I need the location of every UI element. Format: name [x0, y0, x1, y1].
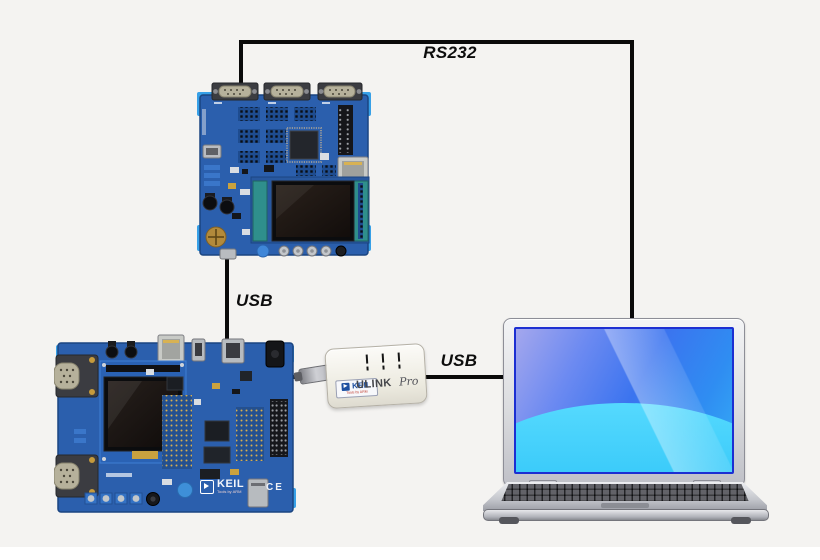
laptop-front-edge	[483, 509, 769, 521]
db9-connector-bottom-left	[53, 454, 99, 498]
sd-card-slot	[247, 478, 269, 508]
keil-logo-icon	[341, 382, 351, 391]
expansion-header	[270, 399, 288, 457]
evaluation-board-top	[194, 79, 374, 265]
connection-label-usb-pc: USB	[440, 351, 478, 370]
pin-header-blocks	[238, 107, 336, 176]
laptop-screen-frame	[503, 318, 745, 487]
usb-port-1	[191, 338, 206, 362]
blue-button	[256, 244, 270, 258]
mcu-chip	[286, 127, 322, 163]
blue-potentiometer	[177, 482, 193, 498]
db9-connector-1	[211, 82, 259, 101]
bottom-board-illustration	[53, 334, 296, 513]
jumper-blocks	[204, 165, 220, 186]
laptop	[483, 313, 769, 525]
db9-connector-top-left	[53, 354, 99, 398]
evaluation-board-bottom: KEIL Tools by ARM CE	[53, 333, 297, 515]
keil-sub-text: Tools by ARM	[217, 489, 242, 494]
lcd-screen	[250, 176, 370, 244]
keil-brand-text: KEIL	[217, 478, 245, 490]
connection-label-usb-boards: USB	[236, 291, 273, 310]
small-components	[202, 102, 330, 235]
usb-mini-port	[202, 144, 222, 159]
ulink-model-label: ULINK Pro	[356, 371, 419, 393]
keil-logo-icon	[200, 479, 214, 494]
keil-logo-silkscreen: KEIL Tools by ARM	[200, 479, 244, 494]
laptop-foot-left	[499, 517, 519, 524]
led-indicator-2	[381, 353, 385, 363]
usb-port-2	[221, 338, 245, 364]
ic-chips	[166, 371, 252, 479]
bottom-margin	[0, 547, 820, 560]
db9-connector-2	[263, 82, 311, 101]
ethernet-port	[157, 334, 185, 368]
ce-mark: CE	[266, 482, 284, 493]
ulink-model-text: ULINK	[355, 377, 393, 392]
jumper-blocks	[74, 429, 86, 443]
usb-device-port	[219, 248, 237, 260]
small-components	[106, 369, 240, 485]
led-indicator-1	[365, 354, 369, 364]
keil-silkscreen-text: KEIL Tools by ARM	[217, 479, 244, 494]
top-board-illustration	[197, 82, 371, 260]
db9-connector-3	[317, 82, 363, 101]
laptop-foot-right	[731, 517, 751, 524]
led-indicator-3	[397, 352, 401, 362]
laptop-keyboard	[501, 484, 749, 501]
prototype-grids	[162, 395, 264, 469]
rs232-wire	[239, 40, 634, 324]
push-buttons	[278, 245, 347, 257]
push-buttons	[84, 492, 143, 505]
screen-glare	[516, 329, 732, 472]
ulink-variant-text: Pro	[398, 374, 419, 389]
joystick	[146, 492, 160, 506]
led-dot-3	[398, 364, 401, 369]
ulink-debug-adapter: KEIL Tools by ARM ULINK Pro	[324, 343, 428, 409]
connection-label-rs232: RS232	[423, 43, 477, 62]
audio-jacks	[105, 341, 138, 359]
screen-gradient-highlight	[516, 403, 732, 472]
potentiometer	[205, 226, 227, 248]
laptop-screen	[514, 327, 734, 474]
laptop-touchpad	[601, 503, 649, 508]
led-dot-2	[382, 365, 385, 370]
power-jack	[265, 340, 285, 368]
jtag-header	[338, 105, 353, 155]
audio-jacks	[202, 193, 235, 215]
led-dot-1	[366, 366, 369, 371]
